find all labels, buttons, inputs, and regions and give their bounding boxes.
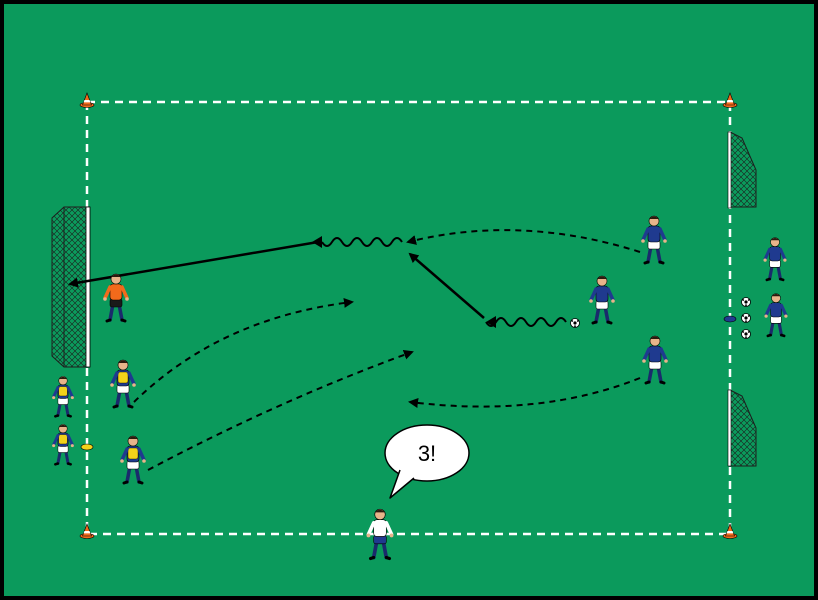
- blue-player: [642, 335, 668, 385]
- coach: [366, 508, 394, 561]
- blue-player-with-ball: [589, 275, 615, 325]
- dribble-line-top: [321, 237, 403, 247]
- ball-icon: [741, 313, 751, 323]
- blue-player: [641, 215, 667, 265]
- players-layer: [52, 215, 788, 561]
- yellow-player-waiting: [52, 376, 74, 418]
- ball-icon: [741, 297, 751, 307]
- goal-icon-right-bottom: [727, 389, 757, 467]
- yellow-player: [110, 359, 136, 409]
- goal-icon-left: [51, 206, 91, 368]
- blue-player-waiting: [764, 293, 788, 338]
- speech-bubble-text: 3!: [418, 441, 436, 466]
- run-arrow-yellow-1: [133, 298, 354, 403]
- dribble-arrowhead-middle: [486, 316, 496, 328]
- ball-icon: [570, 318, 580, 328]
- dribble-arrowhead-top: [312, 236, 322, 248]
- ball-icon: [741, 329, 751, 339]
- pass-arrow-diagonal: [408, 252, 485, 319]
- goalkeeper: [103, 273, 129, 323]
- speech-bubble: 3!: [384, 424, 470, 499]
- dribble-line-middle: [485, 317, 567, 327]
- goal-icon-right-top: [727, 131, 757, 209]
- marker-disc-icon: [80, 443, 94, 451]
- blue-player-waiting: [763, 237, 787, 282]
- marker-disc-icon: [723, 315, 737, 323]
- yellow-player-waiting: [52, 424, 74, 466]
- yellow-player: [120, 435, 146, 485]
- pitch-field: [4, 4, 814, 596]
- run-arrow-bottom: [408, 377, 641, 408]
- run-arrow-yellow-2: [147, 350, 414, 471]
